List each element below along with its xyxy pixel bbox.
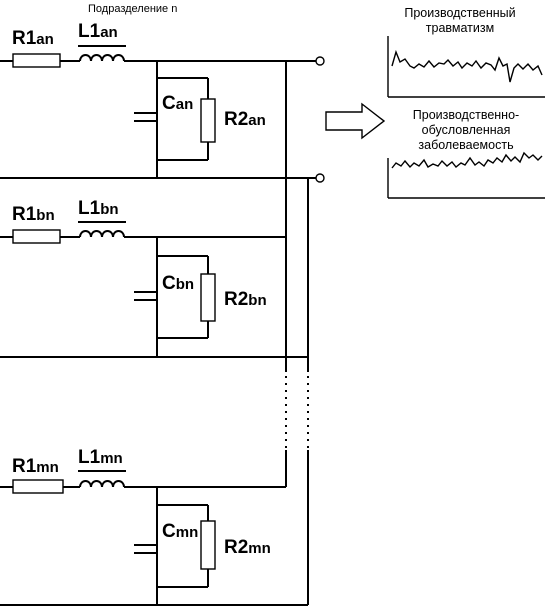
resistor-r1-bn xyxy=(12,229,61,244)
trauma-title-line2: травматизм xyxy=(426,21,494,35)
circuit-b: R1bn L1bn Cbn R2bn xyxy=(0,198,286,357)
label-l1-mn: L1mn xyxy=(78,447,123,468)
label-r1-bn: R1bn xyxy=(12,204,55,225)
terminal-b xyxy=(315,173,325,183)
label-r2-bn: R2bn xyxy=(224,289,267,310)
label-r1-an: R1an xyxy=(12,28,54,49)
label-l1-an: L1an xyxy=(78,21,118,42)
terminal-a xyxy=(315,56,325,66)
label-c-bn: Cbn xyxy=(162,273,194,294)
trauma-title-line1: Производственный xyxy=(404,6,515,20)
disease-title-line3: заболеваемость xyxy=(418,138,513,152)
label-r2-mn: R2mn xyxy=(224,537,271,558)
subdivision-label: Подразделение n xyxy=(88,3,177,15)
inductor-l1-an xyxy=(79,54,125,62)
label-r2-an: R2an xyxy=(224,109,266,130)
label-l1-bn: L1bn xyxy=(78,198,119,219)
circuit-m: R1mn L1mn Cmn R2mn xyxy=(0,447,286,605)
inductor-l1-mn xyxy=(79,480,125,488)
resistor-r2-mn xyxy=(200,520,216,570)
arrow-icon xyxy=(325,102,386,140)
output-disease: Производственно- обусловленная заболевае… xyxy=(387,108,545,199)
resistor-r1-an xyxy=(12,53,61,68)
output-trauma: Производственный травматизм xyxy=(387,6,545,98)
disease-title-line1: Производственно- xyxy=(413,108,519,122)
resistor-r1-mn xyxy=(12,479,64,494)
trauma-signal xyxy=(391,49,543,83)
inductor-l1-bn xyxy=(79,230,125,238)
label-c-mn: Cmn xyxy=(162,521,198,542)
circuit-a: R1an L1an Can R2an xyxy=(0,21,325,178)
disease-signal xyxy=(391,151,543,169)
disease-title-line2: обусловленная xyxy=(422,123,511,137)
resistor-r2-bn xyxy=(200,273,216,322)
resistor-r2-an xyxy=(200,98,216,143)
label-r1-mn: R1mn xyxy=(12,456,59,477)
label-c-an: Can xyxy=(162,93,193,114)
